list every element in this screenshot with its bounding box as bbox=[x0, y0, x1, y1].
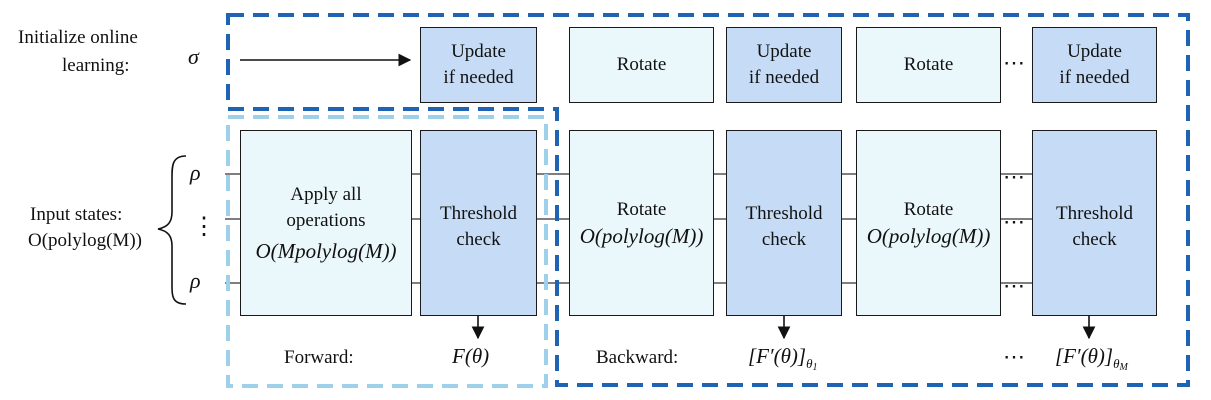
init-label-line1: Initialize online bbox=[18, 27, 138, 48]
rho-vertical-dots: ⋮ bbox=[192, 214, 216, 240]
main-dots-top: ⋯ bbox=[1003, 164, 1026, 189]
backward-dashed-region bbox=[226, 13, 1190, 387]
rotate-main-box-2: Rotate O(polylog(M)) bbox=[856, 130, 1001, 316]
gradient-M-sub-theta: θ bbox=[1113, 356, 1120, 371]
apply-operations-box: Apply all operations O(Mpolylog(M)) bbox=[240, 130, 412, 316]
init-label-line2: learning: bbox=[62, 55, 130, 76]
rotate-main-box-1: Rotate O(polylog(M)) bbox=[569, 130, 714, 316]
bottom-dots: ⋯ bbox=[1003, 344, 1026, 369]
update-box-1-line2: if needed bbox=[443, 67, 514, 88]
threshold-2-line1: Threshold bbox=[745, 203, 823, 224]
forward-dashed-region bbox=[226, 115, 548, 388]
update-box-3-line2: if needed bbox=[1059, 67, 1130, 88]
rotate-top-box-1: Rotate bbox=[569, 27, 714, 103]
rotate-main-2-cost: O(polylog(M)) bbox=[866, 224, 991, 248]
main-dots-mid: ⋯ bbox=[1003, 209, 1026, 234]
update-box-2: Update if needed bbox=[726, 27, 842, 103]
update-box-1-line1: Update bbox=[451, 41, 506, 62]
main-dots-bottom: ⋯ bbox=[1003, 273, 1026, 298]
backward-label: Backward: bbox=[596, 347, 679, 368]
top-row-dots: ⋯ bbox=[1003, 50, 1026, 75]
update-box-2-line2: if needed bbox=[748, 67, 820, 88]
threshold-box-2: Threshold check bbox=[726, 130, 842, 316]
apply-line1: Apply all bbox=[290, 184, 362, 205]
forward-label: Forward: bbox=[284, 347, 354, 368]
gradient-M-sub: θM bbox=[1113, 356, 1128, 373]
rotate-top-box-2-label: Rotate bbox=[903, 54, 954, 75]
threshold-3-line2: check bbox=[1072, 229, 1117, 250]
input-label-line1: Input states: bbox=[30, 204, 123, 225]
input-brace bbox=[157, 155, 187, 305]
gradient-1-sub-theta: θ bbox=[806, 356, 813, 371]
rotate-top-box-2: Rotate bbox=[856, 27, 1001, 103]
rotate-main-1-cost: O(polylog(M)) bbox=[579, 224, 704, 248]
update-box-2-line1: Update bbox=[756, 41, 812, 62]
sigma-symbol: σ bbox=[188, 44, 199, 69]
update-box-1: Update if needed bbox=[420, 27, 537, 103]
threshold-2-line2: check bbox=[761, 229, 807, 250]
gradient-theta-M: [F′(θ)]θM bbox=[1055, 344, 1128, 373]
gradient-theta-1: [F′(θ)]θ1 bbox=[748, 344, 817, 373]
gradient-1-sub: θ1 bbox=[806, 356, 818, 373]
update-box-3: Update if needed bbox=[1032, 27, 1157, 103]
threshold-box-1: Threshold check bbox=[420, 130, 537, 316]
apply-line2: operations bbox=[286, 210, 366, 231]
gradient-M-main: [F′(θ)] bbox=[1055, 344, 1114, 368]
gradient-M-sub-index: M bbox=[1119, 362, 1128, 373]
threshold-box-3: Threshold check bbox=[1032, 130, 1157, 316]
threshold-1-line1: Threshold bbox=[439, 203, 518, 224]
rotate-main-1-label: Rotate bbox=[616, 199, 667, 220]
input-label-line2: O(polylog(M)) bbox=[28, 230, 142, 251]
forward-output: F(θ) bbox=[452, 344, 490, 368]
apply-cost: O(Mpolylog(M)) bbox=[255, 239, 397, 263]
gradient-1-main: [F′(θ)] bbox=[748, 344, 807, 368]
threshold-3-line1: Threshold bbox=[1055, 203, 1134, 224]
rho-symbol-bottom: ρ bbox=[190, 268, 201, 293]
gradient-1-sub-index: 1 bbox=[812, 362, 818, 373]
rotate-top-box-1-label: Rotate bbox=[616, 54, 667, 75]
update-box-3-line1: Update bbox=[1067, 41, 1122, 62]
rotate-main-2-label: Rotate bbox=[903, 199, 954, 220]
threshold-1-line2: check bbox=[456, 229, 501, 250]
rho-symbol-top: ρ bbox=[190, 160, 201, 185]
